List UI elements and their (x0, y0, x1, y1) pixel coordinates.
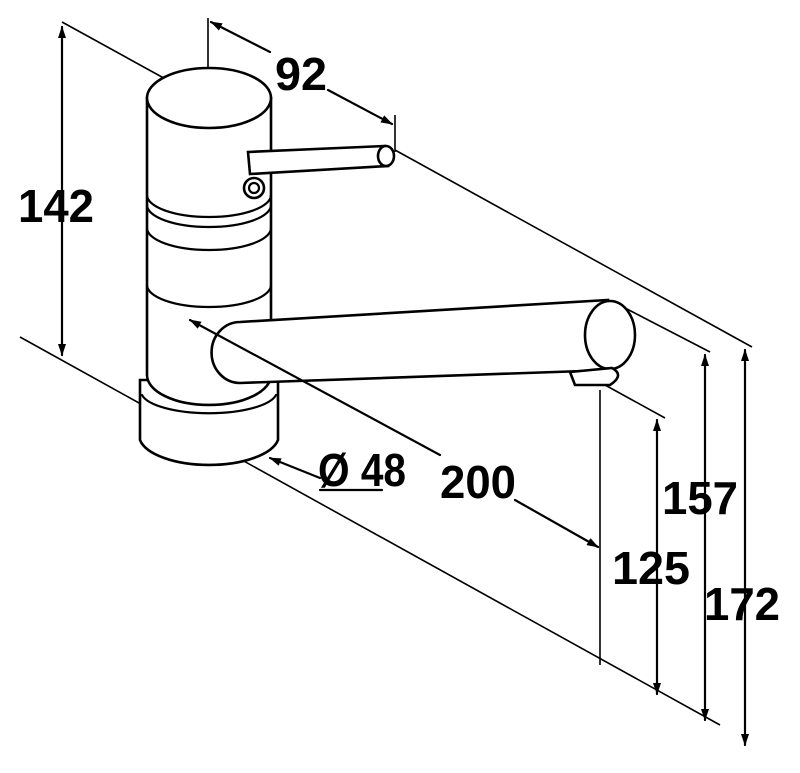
ring-4 (145, 283, 273, 309)
spout-outlet (568, 366, 620, 387)
label-200: 200 (440, 456, 516, 508)
label-92: 92 (275, 48, 327, 100)
countertop-line (19, 336, 721, 726)
faucet (138, 66, 637, 467)
label-125: 125 (612, 542, 690, 594)
lever-pivot (242, 176, 266, 200)
dim-line-200-a (188, 318, 442, 457)
ring-3 (145, 226, 273, 252)
dim-line-48 (268, 456, 322, 480)
lever-pivot-inner (247, 181, 261, 195)
label-diameter-48: Ø 48 (318, 444, 406, 496)
dimension-lines (58, 20, 749, 747)
faucet-top (145, 66, 273, 130)
base-edge (140, 393, 278, 415)
label-142: 142 (18, 180, 94, 232)
dim-line-92-b (326, 88, 394, 126)
ring-2 (145, 203, 273, 229)
lever-end (376, 144, 396, 168)
outlet-extension-line (604, 384, 666, 419)
lever-handle (246, 144, 390, 176)
label-157: 157 (662, 472, 738, 524)
spout (210, 298, 614, 385)
dim-line-92-a (209, 20, 272, 54)
ring-1 (145, 193, 273, 219)
spout-top-extension-line (624, 307, 711, 353)
dim-line-200-b (513, 498, 600, 549)
spout-end (583, 299, 637, 371)
extension-lines (19, 18, 753, 726)
label-172: 172 (704, 578, 780, 630)
lever-extension-line (394, 149, 753, 348)
